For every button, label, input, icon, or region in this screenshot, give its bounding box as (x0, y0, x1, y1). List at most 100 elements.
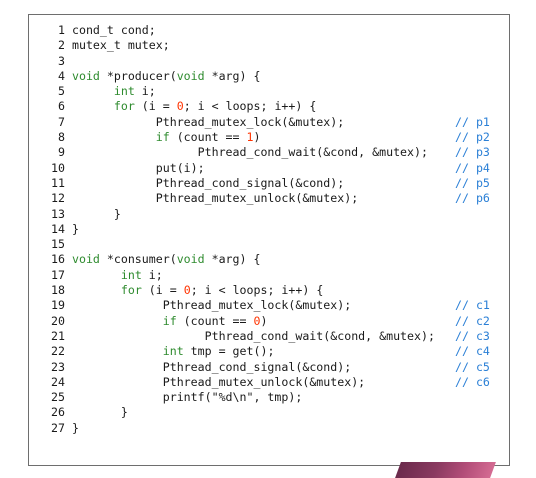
keyword-token: int (120, 267, 142, 282)
line-number: 13 (51, 206, 65, 221)
line-number: 25 (51, 390, 65, 405)
code-token: (count == (176, 313, 254, 328)
line-number: 12 (51, 191, 65, 206)
indent (72, 360, 163, 374)
line-number: 22 (51, 344, 65, 359)
keyword-token: if (155, 130, 170, 145)
number-token: 1 (246, 130, 254, 145)
line-comment: // p6 (455, 191, 490, 206)
code-line: 10 put(i); // p4 (39, 161, 503, 176)
code-token: *arg) { (204, 252, 261, 267)
code-token: Pthread_cond_signal(&cond); (162, 359, 352, 374)
code-token: ; i < loops; i++) { (190, 283, 324, 298)
line-comment: // p4 (455, 160, 490, 175)
code-line: 6 for (i = 0; i < loops; i++) { (39, 99, 503, 114)
indent (72, 99, 114, 113)
line-comment: // c1 (455, 298, 490, 313)
indent (72, 283, 121, 297)
code-token: Pthread_mutex_unlock(&mutex); (155, 191, 359, 206)
line-number: 24 (51, 374, 65, 389)
number-token: 0 (183, 283, 191, 298)
keyword-token: void (176, 252, 205, 267)
code-token: Pthread_cond_wait(&cond, &mutex); (197, 145, 428, 160)
code-line: 17 int i; (39, 268, 503, 283)
code-token: mutex_t mutex; (71, 38, 170, 53)
line-comment: // c6 (455, 374, 490, 389)
code-token: Pthread_cond_signal(&cond); (155, 175, 345, 190)
line-number: 2 (58, 38, 65, 53)
line-number: 16 (51, 252, 65, 267)
code-line: 11 Pthread_cond_signal(&cond);// p5 (39, 176, 503, 191)
line-number: 17 (51, 267, 65, 282)
code-token: printf("%d\n", tmp); (162, 390, 303, 405)
line-number: 10 (51, 160, 65, 175)
code-line: 26 } (39, 405, 503, 420)
code-line: 20 if (count == 0)// c2 (39, 314, 503, 329)
line-comment: // c2 (455, 313, 490, 328)
code-line: 19 Pthread_mutex_lock(&mutex); // c1 (39, 298, 503, 313)
code-token: *producer( (99, 68, 177, 83)
code-token: } (71, 221, 79, 236)
code-line: 12 Pthread_mutex_unlock(&mutex); // p6 (39, 191, 503, 206)
keyword-token: void (71, 68, 100, 83)
line-number: 23 (51, 359, 65, 374)
code-token: ; i < loops; i++) { (183, 99, 317, 114)
code-line: 1 cond_t cond; (39, 23, 503, 38)
line-comment: // p2 (455, 130, 490, 145)
indent (72, 298, 163, 312)
line-number: 3 (58, 53, 65, 68)
indent (72, 314, 163, 328)
line-number: 4 (58, 68, 65, 83)
code-panel: 1 cond_t cond;2 mutex_t mutex;3 4 void *… (28, 14, 510, 466)
code-line: 22 int tmp = get();// c4 (39, 344, 503, 359)
code-token: (i = (134, 99, 177, 114)
code-token: } (120, 405, 128, 420)
indent (72, 130, 156, 144)
keyword-token: void (71, 252, 100, 267)
line-comment: // c5 (455, 359, 490, 374)
indent (72, 329, 205, 343)
code-line: 16 void *consumer(void *arg) { (39, 252, 503, 267)
line-number: 21 (51, 328, 65, 343)
indent (72, 375, 163, 389)
code-token: Pthread_mutex_unlock(&mutex); (162, 374, 366, 389)
code-token: tmp = get(); (183, 344, 275, 359)
line-comment: // c3 (455, 328, 490, 343)
code-line: 9 Pthread_cond_wait(&cond, &mutex);// p3 (39, 145, 503, 160)
code-token: } (71, 420, 79, 435)
indent (72, 390, 163, 404)
line-number: 7 (58, 114, 65, 129)
code-listing: 1 cond_t cond;2 mutex_t mutex;3 4 void *… (39, 23, 503, 436)
keyword-token: if (162, 313, 177, 328)
indent (72, 145, 198, 159)
keyword-token: int (113, 84, 135, 99)
line-comment: // p5 (455, 175, 490, 190)
code-line: 24 Pthread_mutex_unlock(&mutex); // c6 (39, 375, 503, 390)
code-line: 3 (39, 54, 503, 69)
indent (72, 176, 156, 190)
keyword-token: int (162, 344, 184, 359)
code-token: Pthread_cond_wait(&cond, &mutex); (204, 328, 435, 343)
indent (72, 344, 163, 358)
code-token: cond_t cond; (71, 23, 156, 37)
code-token: Pthread_mutex_lock(&mutex); (155, 114, 345, 129)
line-number: 19 (51, 298, 65, 313)
indent (72, 405, 121, 419)
code-line: 5 int i; (39, 84, 503, 99)
code-line: 13 } (39, 207, 503, 222)
code-line: 4 void *producer(void *arg) { (39, 69, 503, 84)
number-token: 0 (176, 99, 184, 114)
line-number: 8 (58, 130, 65, 145)
code-token: put(i); (155, 160, 205, 175)
keyword-token: for (113, 99, 135, 114)
code-token: ) (260, 313, 268, 328)
indent (72, 115, 156, 129)
indent (72, 207, 114, 221)
line-number: 15 (51, 237, 65, 252)
line-comment: // p3 (455, 145, 490, 160)
logo-banner (395, 462, 496, 478)
code-token: } (113, 206, 121, 221)
code-line: 27 } (39, 421, 503, 436)
line-number: 18 (51, 283, 65, 298)
code-token: Pthread_mutex_lock(&mutex); (162, 298, 352, 313)
